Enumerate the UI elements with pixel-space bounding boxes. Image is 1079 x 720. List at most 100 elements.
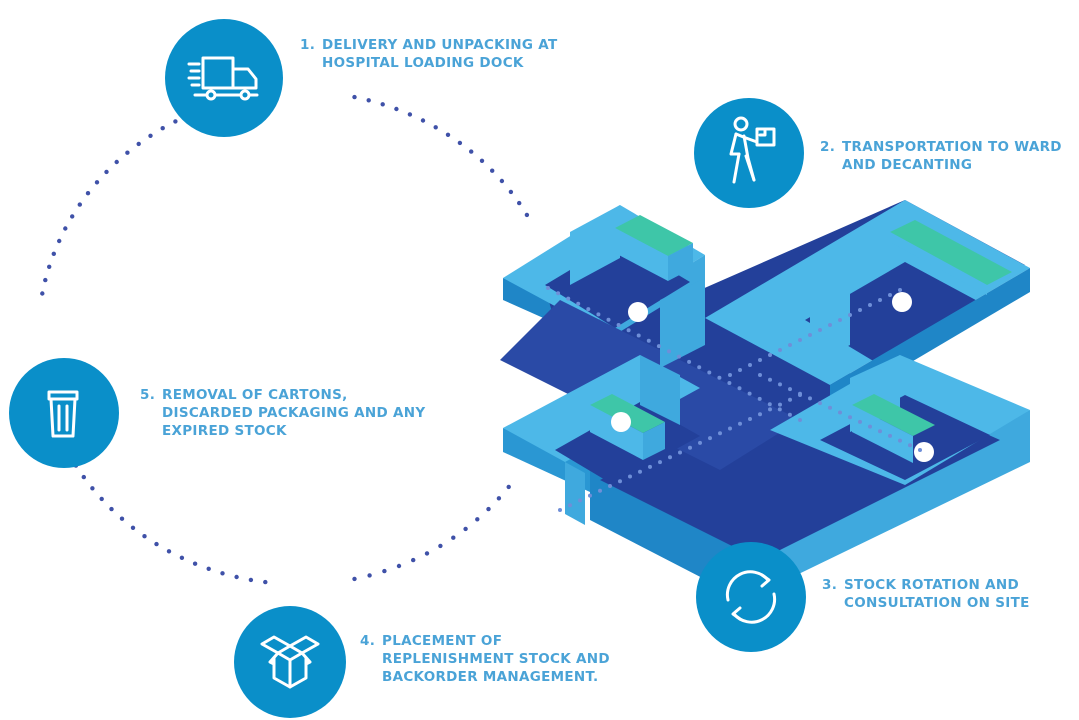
delivery-truck-icon <box>187 56 259 101</box>
route-dot <box>778 348 782 352</box>
shelf-4-top <box>852 394 935 436</box>
route-dot <box>667 349 671 354</box>
route-dot <box>646 338 651 343</box>
route-dot <box>758 358 762 362</box>
open-box-icon <box>260 635 320 689</box>
path-dot <box>420 118 426 123</box>
path-dot <box>457 140 463 146</box>
route-dot <box>868 424 872 429</box>
path-dot <box>499 178 505 184</box>
route-dot <box>718 431 722 436</box>
path-dot <box>206 566 211 571</box>
route-dot <box>658 460 662 465</box>
step-1-circle <box>165 19 283 137</box>
route-dot <box>738 368 742 372</box>
route-dot <box>568 503 572 508</box>
path-dot <box>109 506 114 512</box>
route-dot <box>578 498 582 503</box>
location-marker <box>892 292 912 312</box>
path-dot <box>394 106 399 112</box>
route-dot <box>808 396 812 401</box>
route-dot <box>747 391 752 396</box>
path-dot <box>81 474 87 480</box>
route-dot <box>888 433 892 438</box>
partition-1 <box>570 205 620 285</box>
route-dot <box>727 381 732 385</box>
path-dot <box>367 573 372 578</box>
path-dot <box>424 551 430 556</box>
route-dot <box>728 373 732 377</box>
route-dot <box>798 418 802 422</box>
route-dot <box>748 363 752 367</box>
shelf-2-front <box>890 232 987 295</box>
route-dot <box>787 412 792 417</box>
wall-lower-left-side <box>565 462 585 525</box>
route-dot <box>678 450 682 455</box>
path-dot <box>142 534 147 539</box>
shelf-3-front <box>590 405 643 460</box>
route-dot <box>668 455 672 460</box>
shelf-3-top <box>590 394 665 433</box>
path-dot <box>263 579 268 585</box>
path-dot <box>366 98 371 103</box>
route-dot <box>728 426 732 431</box>
path-dot <box>407 112 413 117</box>
route-dot <box>767 402 772 407</box>
path-dot <box>475 517 480 522</box>
step-3-label: 3. STOCK ROTATION AND CONSULTATION ON SI… <box>822 576 1030 612</box>
route-dot <box>878 429 882 434</box>
route-dot <box>898 288 902 292</box>
step-2-circle <box>694 98 804 208</box>
path-dot <box>352 94 357 100</box>
route-dot <box>848 313 852 317</box>
route-dot <box>596 312 601 317</box>
route-dot <box>757 396 762 401</box>
step-number: 5. <box>140 387 156 403</box>
shelf-3-side <box>643 422 665 460</box>
route-dot <box>656 344 661 349</box>
route-dot <box>898 438 902 443</box>
route-dot <box>818 328 822 332</box>
path-dot <box>490 168 495 173</box>
step-number: 2. <box>820 139 836 155</box>
path-dot <box>104 169 109 175</box>
step-text-line: TRANSPORTATION TO WARD <box>842 139 1062 155</box>
route-dot <box>868 303 872 307</box>
path-dot <box>114 159 119 165</box>
route-dot <box>608 484 612 488</box>
route-dot <box>828 405 832 410</box>
step-4-circle <box>234 606 346 718</box>
route-dot <box>758 373 762 377</box>
route-dot <box>628 474 632 479</box>
location-marker <box>914 442 934 462</box>
path-dot <box>47 264 52 269</box>
route-dot <box>698 440 702 445</box>
route-dot <box>618 479 622 484</box>
route-dot <box>576 301 581 306</box>
path-dot <box>130 525 136 530</box>
path-dot <box>506 484 511 490</box>
route-dot <box>808 333 812 337</box>
route-dot <box>768 353 772 357</box>
step-text-line: DELIVERY AND UNPACKING AT <box>322 37 558 53</box>
step-1-label: 1. DELIVERY AND UNPACKING AT HOSPITAL LO… <box>300 36 557 72</box>
route-dot <box>648 464 652 469</box>
path-dot <box>234 574 239 580</box>
path-dot <box>51 251 56 256</box>
route-dot <box>908 443 912 448</box>
route-dot <box>788 387 792 392</box>
path-dot <box>70 214 75 219</box>
shelf-1-front <box>615 228 668 281</box>
step-text-line: CONSULTATION ON SITE <box>844 595 1030 611</box>
path-dot <box>63 226 68 231</box>
path-dot <box>148 133 153 138</box>
step-number: 3. <box>822 577 838 593</box>
route-dot <box>688 445 692 450</box>
route-dot <box>546 286 550 290</box>
path-dot <box>524 212 530 218</box>
step-4-label: 4. PLACEMENT OF REPLENISHMENT STOCK AND … <box>360 632 610 686</box>
person-carrying-box-icon <box>729 116 776 184</box>
path-dot <box>445 132 451 137</box>
path-dot <box>90 486 95 491</box>
